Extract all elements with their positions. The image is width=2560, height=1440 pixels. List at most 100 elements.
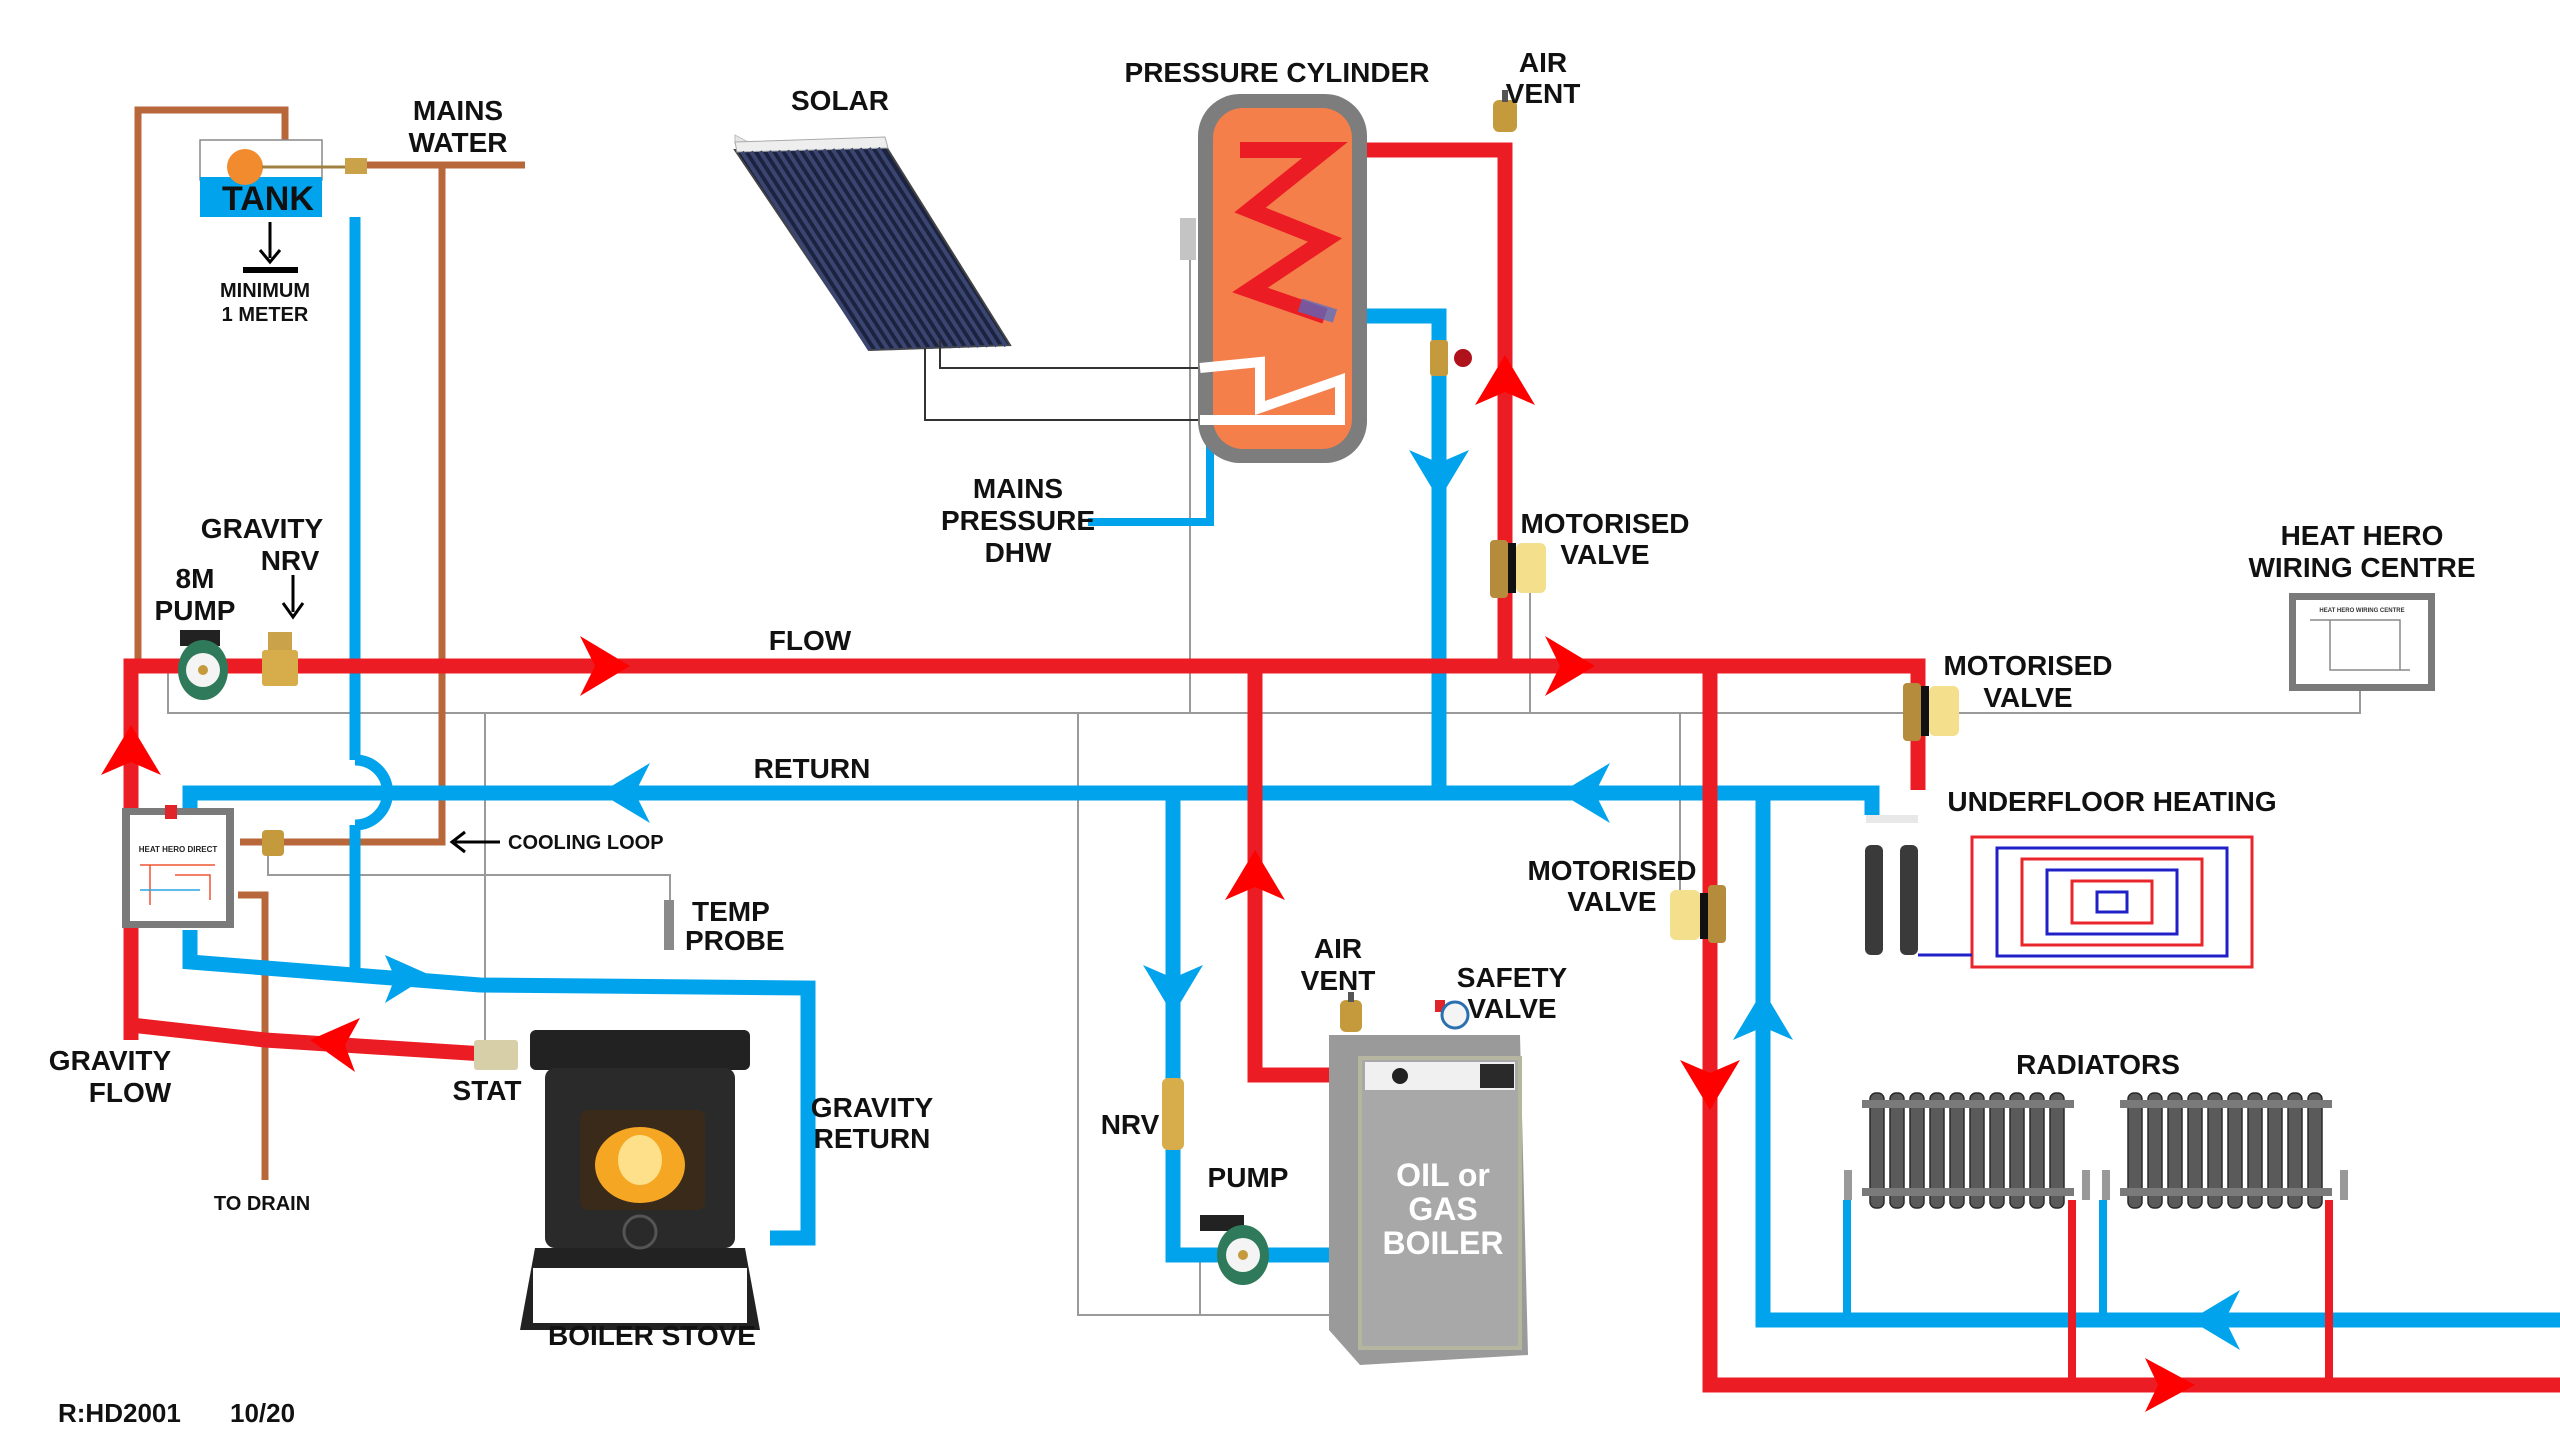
solar-tube bbox=[749, 150, 881, 351]
cylinder-heat-coil bbox=[1232, 142, 1348, 324]
gravity-flow-pipe bbox=[130, 1017, 501, 1063]
copper-open-vent bbox=[134, 106, 289, 660]
stove-legs-gap bbox=[533, 1268, 747, 1323]
return-arrow-up-icon bbox=[1733, 990, 1793, 1040]
radiator-return-pipe bbox=[1755, 793, 2560, 1328]
gravity-return-arrow-icon bbox=[385, 955, 430, 1003]
minimum-level-bar bbox=[243, 267, 298, 273]
cooling-loop-pointer-head bbox=[449, 830, 466, 854]
heat-hero-direct-panel bbox=[130, 815, 226, 921]
radiator-column bbox=[2207, 1092, 2223, 1209]
wiring-centre-panel-title: HEAT HERO WIRING CENTRE bbox=[2319, 608, 2404, 614]
boiler-front-panel bbox=[1358, 1056, 1522, 1350]
motorised-valve-2-label-line2: VALVE bbox=[1983, 682, 2072, 713]
radiators-label: RADIATORS bbox=[2016, 1049, 2180, 1080]
copper-to-drain bbox=[238, 891, 269, 1180]
motorised-valve-1-icon bbox=[1490, 540, 1546, 598]
gravity-return-label-line1: GRAVITY bbox=[811, 1092, 934, 1123]
return-arrow-down-icon bbox=[1409, 450, 1469, 500]
float-ball-icon bbox=[227, 149, 263, 185]
revision-date: 10/20 bbox=[230, 1398, 295, 1428]
ufh-pipe-loop bbox=[2045, 868, 2179, 936]
ufh-pipe-loop bbox=[1970, 835, 2254, 969]
radiator-1 bbox=[1844, 1092, 2090, 1209]
nrv-label: NRV bbox=[1101, 1109, 1160, 1140]
radiator-column bbox=[1869, 1092, 1885, 1209]
motorised-valve-3-label-line1: MOTORISED bbox=[1527, 855, 1696, 886]
manifold-flow-bar bbox=[1900, 845, 1918, 955]
wiring-centre-label-line1: HEAT HERO bbox=[2281, 520, 2444, 551]
boiler-pump-icon bbox=[1200, 1215, 1269, 1285]
mains-water-label-line2: WATER bbox=[408, 127, 507, 158]
boiler-stove-label: BOILER STOVE bbox=[548, 1320, 756, 1351]
gravity-flow-label-line2: FLOW bbox=[89, 1077, 172, 1108]
radiator-column bbox=[2009, 1092, 2025, 1209]
wiring-centre-label-line2: WIRING CENTRE bbox=[2248, 552, 2475, 583]
radiator-column bbox=[1949, 1092, 1965, 1209]
radiator-column bbox=[2267, 1092, 2283, 1209]
pump-8m-icon bbox=[178, 630, 228, 700]
safety-valve-cooling-icon bbox=[165, 805, 284, 856]
safety-valve-icon bbox=[1435, 1000, 1470, 1030]
tank-water bbox=[200, 177, 322, 217]
isolation-valve-icon bbox=[1430, 340, 1472, 376]
pump-8m-label-line2: PUMP bbox=[155, 595, 236, 626]
air-vent-top-label-line2: VENT bbox=[1506, 78, 1581, 109]
motorised-valve-2-icon bbox=[1903, 683, 1959, 741]
mains-dhw-pipe bbox=[1088, 445, 1214, 526]
pump-8m-label-line1: 8M bbox=[176, 563, 215, 594]
heat-hero-direct-unit: HEAT HERO DIRECT bbox=[122, 808, 234, 928]
radiator-column bbox=[2147, 1092, 2163, 1209]
wire-main-bus bbox=[167, 666, 2361, 714]
mains-water-label-line1: MAINS bbox=[413, 95, 503, 126]
nrv-pointer-arrow-head bbox=[281, 602, 305, 620]
solar-pipework bbox=[924, 340, 1198, 421]
radiator-valve-icon bbox=[1844, 1170, 1852, 1200]
solar-tube bbox=[758, 150, 890, 351]
solar-tube bbox=[794, 149, 927, 350]
pressure-cylinder-label: PRESSURE CYLINDER bbox=[1125, 57, 1430, 88]
cooling-loop-label: COOLING LOOP bbox=[508, 832, 664, 854]
solar-tubes bbox=[740, 146, 1008, 352]
radiator-column bbox=[2029, 1092, 2045, 1209]
coil-transition bbox=[1297, 298, 1338, 323]
motorised-valve-3-icon bbox=[1670, 885, 1726, 943]
radiator-valve-icon bbox=[2340, 1170, 2348, 1200]
return-pipework bbox=[182, 217, 2560, 1328]
flow-arrow-up-icon bbox=[1225, 850, 1285, 900]
manifold-bypass bbox=[1866, 815, 1918, 823]
control-wiring bbox=[167, 250, 2361, 1316]
boiler-vent-grille bbox=[1480, 1064, 1514, 1088]
ufh-pipe-loop bbox=[2095, 890, 2129, 914]
solar-collector-header bbox=[734, 136, 889, 153]
gravity-nrv-label-line1: GRAVITY bbox=[201, 513, 324, 544]
wiring-centre: HEAT HERO WIRING CENTRE bbox=[2289, 593, 2435, 691]
solar-tube bbox=[803, 149, 936, 350]
minimum-label-line1: MINIMUM bbox=[220, 280, 310, 302]
temp-probe-label-line1: TEMP bbox=[692, 896, 770, 927]
motorised-valve-2-label-line1: MOTORISED bbox=[1943, 650, 2112, 681]
mains-dhw-label-line1: MAINS bbox=[973, 473, 1063, 504]
air-vent-top-label-line1: AIR bbox=[1519, 47, 1567, 78]
mains-dhw-label-line3: DHW bbox=[985, 537, 1052, 568]
pump-label: PUMP bbox=[1208, 1162, 1289, 1193]
radiator-valve-icon bbox=[2102, 1170, 2110, 1200]
flow-direction-arrows bbox=[101, 355, 2240, 1412]
copper-pipework bbox=[134, 106, 525, 1180]
radiator-column bbox=[2187, 1092, 2203, 1209]
radiators bbox=[1844, 1092, 2348, 1209]
solar-tube bbox=[767, 150, 899, 351]
temp-probe-icon bbox=[664, 900, 674, 950]
solar-tube bbox=[858, 147, 990, 348]
float-valve-icon bbox=[345, 158, 367, 174]
minimum-label-line2: 1 METER bbox=[222, 304, 309, 326]
radiator-column bbox=[1969, 1092, 1985, 1209]
boiler-label-line1: OIL or bbox=[1396, 1157, 1490, 1193]
to-drain-label: TO DRAIN bbox=[214, 1193, 310, 1215]
boiler-label-line3: BOILER bbox=[1383, 1225, 1504, 1261]
air-vent-boiler-label-line1: AIR bbox=[1314, 933, 1362, 964]
boiler-flow-pipe bbox=[1247, 666, 1330, 1083]
ufh-pipe-loop bbox=[2070, 879, 2154, 925]
gravity-flow-label-line1: GRAVITY bbox=[49, 1045, 172, 1076]
boiler-dial-icon bbox=[1392, 1068, 1408, 1084]
